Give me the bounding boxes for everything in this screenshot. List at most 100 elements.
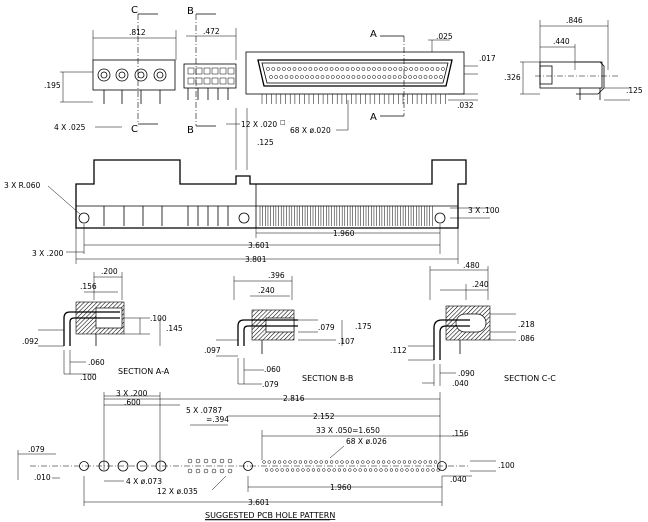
dsub-pin	[351, 75, 356, 79]
pcb-dsub-hole	[415, 468, 420, 472]
dsub-pin	[367, 75, 371, 79]
pcb-dsub-hole	[314, 460, 318, 464]
pcb-dsub-hole	[433, 460, 438, 464]
dsub-pin	[336, 75, 340, 79]
pcb-dsub-hole	[389, 468, 394, 472]
pcb-dsub-hole	[290, 468, 295, 472]
dim-107-b: .107	[338, 337, 355, 346]
dim-1960-pcb: 1.960	[330, 483, 352, 492]
dsub-tails	[261, 94, 446, 104]
dim-3601-pcb: 3.601	[248, 498, 270, 507]
pcb-dsub-hole	[379, 468, 383, 472]
dsub-pin	[398, 67, 403, 71]
pcb-dsub-hole	[413, 460, 417, 464]
pcb-dsub-hole	[280, 468, 284, 472]
pcb-dsub-hole	[316, 468, 321, 472]
dsub-pin	[409, 67, 413, 71]
dsub-pin	[366, 67, 371, 71]
pcb-signal-hole	[211, 468, 217, 474]
pcb-dsub-holes	[262, 460, 440, 472]
dim-097-b: .097	[204, 346, 221, 355]
pcb-signal-hole	[187, 458, 193, 464]
dsub-pin	[319, 67, 323, 71]
signal-grid	[187, 67, 235, 85]
thirtythree-x-050: 33 X .050=1.650	[316, 426, 380, 435]
dsub-pin	[287, 67, 292, 71]
pcb-dsub-hole	[381, 460, 386, 464]
pcb-dsub-hole	[361, 460, 365, 464]
pcb-signal-holes	[187, 458, 233, 474]
pcb-dsub-hole	[410, 468, 414, 472]
dsub-pin	[361, 75, 366, 79]
pcb-dsub-hole	[303, 460, 308, 464]
pcb-dsub-hole	[327, 468, 331, 472]
four-x-025: 4 X .025	[54, 123, 86, 132]
dsub-pin	[346, 75, 351, 79]
dsub-pin	[297, 67, 302, 71]
pcb-dsub-hole	[423, 460, 427, 464]
a-label-top: A	[370, 29, 377, 40]
dim-846: .846	[566, 16, 583, 25]
pcb-dsub-hole	[374, 468, 378, 472]
twelve-x-020: 12 X .020	[241, 120, 277, 129]
dim-175-b: .175	[355, 322, 372, 331]
pcb-dsub-hole	[277, 460, 282, 464]
pcb-dsub-hole	[298, 460, 303, 464]
dim-326: .326	[504, 73, 521, 82]
dsub-pin	[274, 75, 278, 79]
dim-600-pcb: .600	[124, 398, 141, 407]
dsub-pin	[425, 67, 429, 71]
pcb-dsub-hole	[267, 460, 271, 464]
pcb-dsub-hole	[288, 460, 292, 464]
sixtyeight-x-020: 68 X ø.020	[290, 126, 331, 135]
pcb-dsub-hole	[397, 460, 401, 464]
dsub-pin	[294, 75, 299, 79]
front-contacts	[259, 206, 433, 226]
pcb-dsub-hole	[342, 468, 347, 472]
dsub-pin	[419, 67, 424, 71]
four-x-073: 4 X ø.073	[126, 477, 162, 486]
side-view: .846 .440 .326 .125	[504, 16, 643, 101]
pcb-dsub-hole	[368, 468, 373, 472]
dsub-pin	[279, 75, 284, 79]
dsub-pin	[266, 67, 270, 71]
pcb-dsub-hole	[402, 460, 407, 464]
dim-100-a: .100	[150, 314, 167, 323]
dsub-pin	[315, 75, 320, 79]
pcb-signal-hole	[203, 468, 209, 474]
dsub-pin	[435, 67, 440, 71]
three-x-200: 3 X .200	[32, 249, 64, 258]
pcb-dsub-hole	[270, 468, 274, 472]
pcb-dsub-hole	[436, 468, 440, 472]
pcb-signal-hole	[195, 468, 201, 474]
pcb-dsub-hole	[426, 468, 430, 472]
pcb-dsub-hole	[296, 468, 300, 472]
three-x-100: 3 X .100	[468, 206, 500, 215]
dsub-pin	[403, 67, 408, 71]
dim-3601-front: 3.601	[248, 241, 270, 250]
dsub-pin	[305, 75, 309, 79]
dim-145-a: .145	[166, 324, 183, 333]
section-c-title: SECTION C-C	[504, 374, 556, 383]
pcb-dsub-hole	[348, 468, 352, 472]
pcb-dsub-hole	[350, 460, 355, 464]
pcb-dsub-hole	[371, 460, 375, 464]
pcb-dsub-hole	[337, 468, 342, 472]
pcb-dsub-hole	[324, 460, 329, 464]
pcb-signal-hole	[227, 468, 233, 474]
dsub-pin	[320, 75, 325, 79]
pcb-dsub-hole	[301, 468, 305, 472]
pcb-dsub-hole	[355, 460, 360, 464]
dsub-pin	[292, 67, 297, 71]
pcb-dsub-hole	[329, 460, 334, 464]
pcb-dsub-hole	[420, 468, 425, 472]
dim-200-a: .200	[101, 267, 118, 276]
square-glyph: □	[280, 119, 286, 126]
pcb-signal-hole	[187, 468, 193, 474]
dsub-pin	[408, 75, 412, 79]
dsub-pin	[356, 67, 360, 71]
dsub-pin	[377, 67, 382, 71]
front-view: 3 X R.060 3 X .100 1.960 3 X .200 3.601 …	[4, 159, 500, 264]
section-a-title: SECTION A-A	[118, 367, 170, 376]
mount-hole-mid	[238, 212, 250, 224]
